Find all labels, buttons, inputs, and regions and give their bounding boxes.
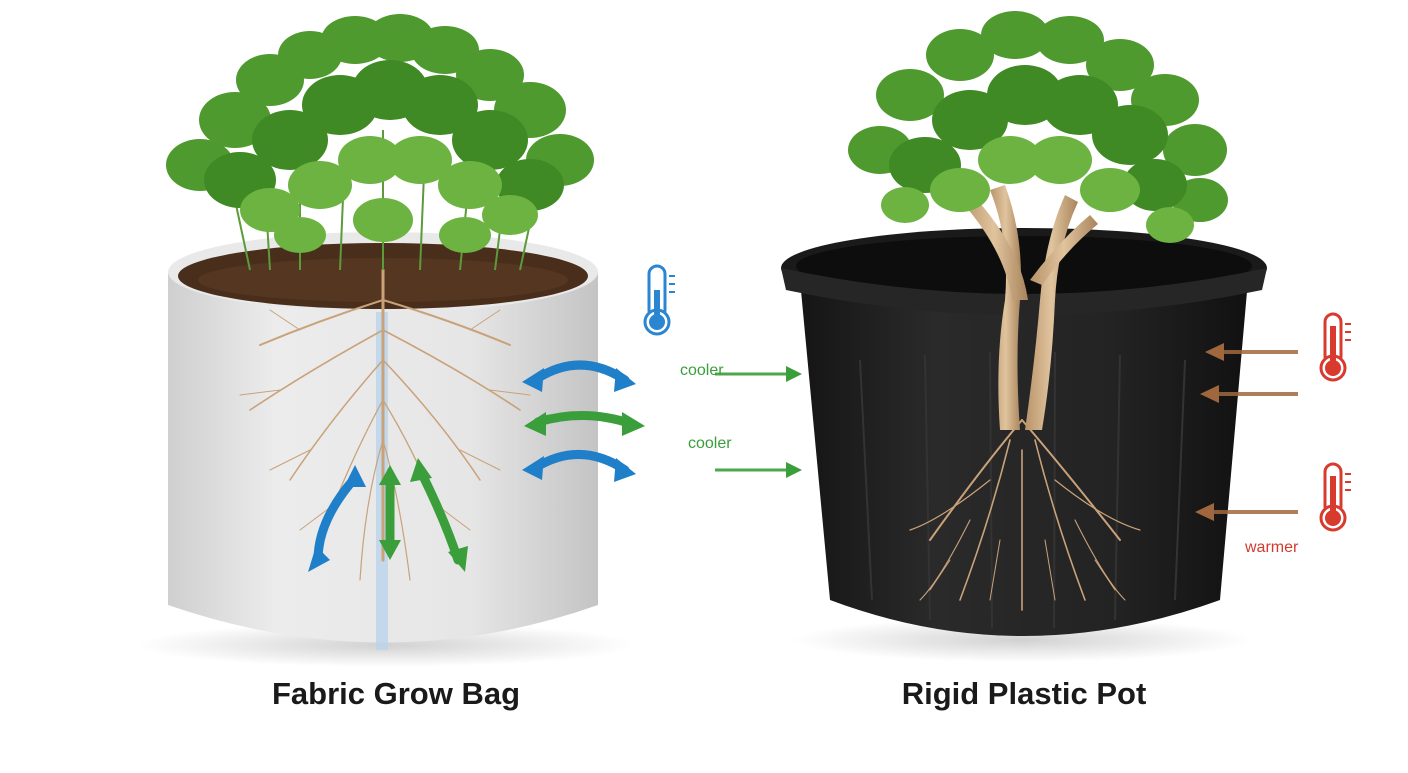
fabric-foliage: [166, 14, 594, 270]
rigid-plastic-pot: [781, 11, 1267, 662]
fabric-grow-bag: [135, 14, 645, 667]
cooler-label-2: cooler: [688, 435, 732, 453]
pot-foliage: [848, 11, 1228, 243]
rigid-plastic-pot-caption: Rigid Plastic Pot: [902, 676, 1147, 712]
fabric-grow-bag-caption: Fabric Grow Bag: [272, 676, 520, 712]
thermometer-cool-icon: [645, 266, 675, 334]
cool-air-arrows: [715, 366, 802, 478]
thermometer-warm-icon: [1321, 314, 1351, 380]
warmer-label: warmer: [1245, 539, 1298, 557]
cooler-label-1: cooler: [680, 362, 724, 380]
thermometer-warm-icon: [1321, 464, 1351, 530]
